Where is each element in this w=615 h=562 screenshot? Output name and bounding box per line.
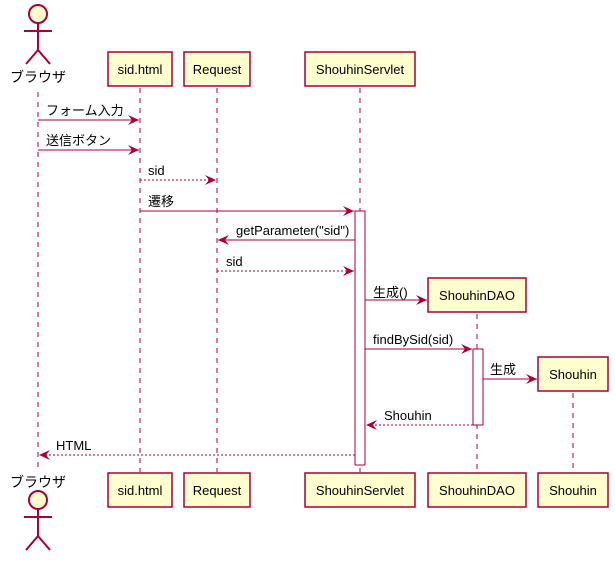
message-label: getParameter("sid") bbox=[236, 223, 349, 238]
participant-label: ShouhinServlet bbox=[316, 62, 405, 77]
message-label: findBySid(sid) bbox=[373, 332, 453, 347]
participant-label: sid.html bbox=[118, 62, 163, 77]
participant-sid-html-top: sid.html bbox=[107, 51, 173, 87]
message-label: 遷移 bbox=[148, 194, 174, 209]
message-3: sid bbox=[140, 163, 216, 185]
participant-label: Request bbox=[193, 62, 242, 77]
message-label: 送信ボタン bbox=[46, 133, 111, 148]
message-label: sid bbox=[148, 163, 165, 178]
actor-label-bottom: ブラウザ bbox=[10, 474, 66, 490]
message-label: 生成() bbox=[373, 285, 408, 300]
message-4: 遷移 bbox=[140, 194, 354, 216]
participant-servlet-top: ShouhinServlet bbox=[304, 51, 416, 87]
participant-label: Shouhin bbox=[549, 483, 597, 498]
message-label: フォーム入力 bbox=[46, 103, 124, 118]
message-8: findBySid(sid) bbox=[365, 332, 472, 354]
participant-dao-created: ShouhinDAO bbox=[427, 277, 527, 313]
participant-request-bottom: Request bbox=[183, 472, 251, 508]
message-label: Shouhin bbox=[384, 408, 432, 423]
message-6: sid bbox=[217, 254, 354, 276]
participant-request-top: Request bbox=[183, 51, 251, 87]
actor-head-icon bbox=[28, 4, 48, 24]
actor-head-icon bbox=[28, 490, 48, 510]
participant-label: ShouhinServlet bbox=[316, 483, 405, 498]
message-label: sid bbox=[226, 254, 243, 269]
participant-label: Request bbox=[193, 483, 242, 498]
participant-label: ShouhinDAO bbox=[439, 483, 515, 498]
participant-sid-html-bottom: sid.html bbox=[107, 472, 173, 508]
message-2: 送信ボタン bbox=[38, 133, 139, 155]
message-9: 生成 bbox=[483, 362, 537, 384]
participant-servlet-bottom: ShouhinServlet bbox=[304, 472, 416, 508]
participant-dao-bottom: ShouhinDAO bbox=[427, 472, 527, 508]
participant-label: ShouhinDAO bbox=[439, 288, 515, 303]
message-7: 生成() bbox=[365, 285, 427, 305]
actor-label-top: ブラウザ bbox=[10, 69, 66, 85]
message-label: HTML bbox=[56, 438, 91, 453]
actor-browser-top: ブラウザ bbox=[10, 4, 66, 85]
message-10: Shouhin bbox=[366, 408, 473, 430]
participant-label: Shouhin bbox=[549, 367, 597, 382]
actor-browser-bottom: ブラウザ bbox=[10, 474, 66, 551]
activation-dao bbox=[472, 348, 484, 426]
participant-label: sid.html bbox=[118, 483, 163, 498]
participant-shouhin-created: Shouhin bbox=[537, 356, 609, 392]
participant-shouhin-bottom: Shouhin bbox=[537, 472, 609, 508]
message-label: 生成 bbox=[490, 362, 516, 377]
message-1: フォーム入力 bbox=[38, 103, 139, 125]
message-5: getParameter("sid") bbox=[218, 223, 355, 245]
activation-servlet bbox=[354, 210, 366, 466]
message-11: HTML bbox=[39, 438, 355, 460]
